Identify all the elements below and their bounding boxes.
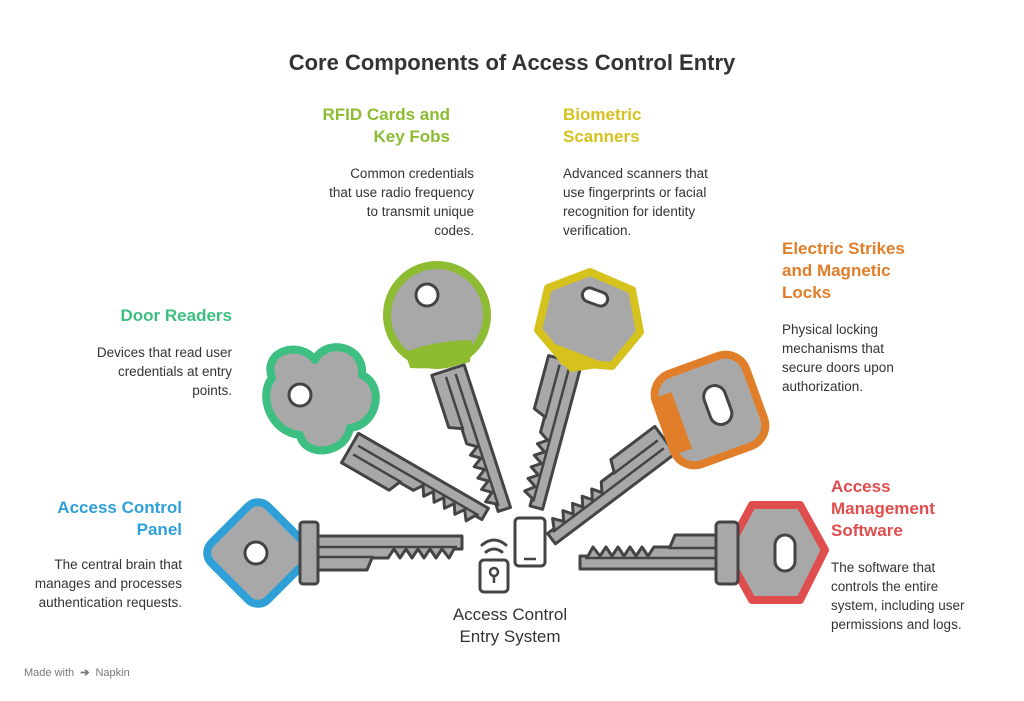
rfid-desc-line-3: to transmit unique	[366, 204, 474, 219]
biometric-desc-line-1: Advanced scanners that	[563, 166, 708, 181]
made-with-footer: Made with ➔ Napkin	[24, 666, 130, 679]
readers-title-line-1: Door Readers	[120, 306, 232, 325]
electric-desc-line-3: secure doors upon	[782, 360, 894, 375]
software-title-line-1: Access	[831, 477, 891, 496]
electric-title-line-3: Locks	[782, 283, 832, 302]
made-with-text: Made with	[24, 667, 75, 679]
label-readers: Door Readers Devices that read user cred…	[60, 305, 232, 400]
electric-desc-line-2: mechanisms that	[782, 341, 885, 356]
key-software	[578, 501, 829, 604]
diagram-title: Core Components of Access Control Entry	[288, 50, 736, 75]
smartphone-icon	[513, 516, 547, 568]
panel-title-line-1: Access Control	[57, 498, 182, 517]
software-title-line-3: Software	[831, 521, 903, 540]
readers-desc-line-3: points.	[192, 383, 232, 398]
key-rfid	[383, 261, 513, 520]
electric-desc-line-1: Physical locking	[782, 322, 879, 337]
brand-text: Napkin	[95, 667, 130, 679]
readers-desc-line-2: credentials at entry	[117, 364, 232, 379]
label-software: Access Management Software The software …	[831, 476, 1021, 634]
key-readers	[262, 343, 490, 540]
label-panel: Access Control Panel The central brain t…	[20, 497, 182, 612]
rfid-title-line-1: RFID Cards and	[322, 105, 450, 124]
key-electric	[533, 350, 770, 546]
electric-desc-line-4: authorization.	[782, 379, 864, 394]
label-biometric: Biometric Scanners Advanced scanners tha…	[563, 104, 763, 240]
biometric-desc-line-2: use fingerprints or facial	[563, 185, 707, 200]
software-desc-line-4: permissions and logs.	[831, 617, 962, 632]
napkin-logo-icon: ➔	[80, 667, 90, 679]
panel-desc-line-2: manages and processes	[34, 576, 182, 591]
key-panel	[203, 498, 464, 608]
center-label-line-2: Entry System	[459, 627, 561, 646]
rfid-title-line-2: Key Fobs	[373, 127, 450, 146]
panel-desc-line-3: authentication requests.	[38, 595, 182, 610]
card-reader-icon	[478, 538, 510, 594]
biometric-desc-line-4: verification.	[563, 223, 632, 238]
label-rfid: RFID Cards and Key Fobs Common credentia…	[250, 104, 474, 240]
electric-title-line-2: and Magnetic	[782, 261, 891, 280]
software-desc-line-2: controls the entire	[831, 579, 939, 594]
rfid-desc-line-1: Common credentials	[350, 166, 474, 181]
electric-title-line-1: Electric Strikes	[782, 239, 905, 258]
center-label-line-1: Access Control	[452, 605, 568, 624]
software-desc-line-3: system, including user	[831, 598, 965, 613]
panel-desc-line-1: The central brain that	[54, 557, 182, 572]
biometric-title-line-2: Scanners	[563, 127, 640, 146]
center-label: Access Control Entry System	[420, 604, 600, 648]
biometric-desc-line-3: recognition for identity	[563, 204, 696, 219]
software-desc-line-1: The software that	[831, 560, 936, 575]
readers-desc-line-1: Devices that read user	[96, 345, 232, 360]
software-title-line-2: Management	[831, 499, 935, 518]
biometric-title-line-1: Biometric	[563, 105, 642, 124]
key-biometric	[508, 268, 644, 511]
panel-title-line-2: Panel	[136, 520, 182, 539]
rfid-desc-line-2: that use radio frequency	[329, 185, 474, 200]
label-electric: Electric Strikes and Magnetic Locks Phys…	[782, 238, 982, 396]
rfid-desc-line-4: codes.	[434, 223, 474, 238]
